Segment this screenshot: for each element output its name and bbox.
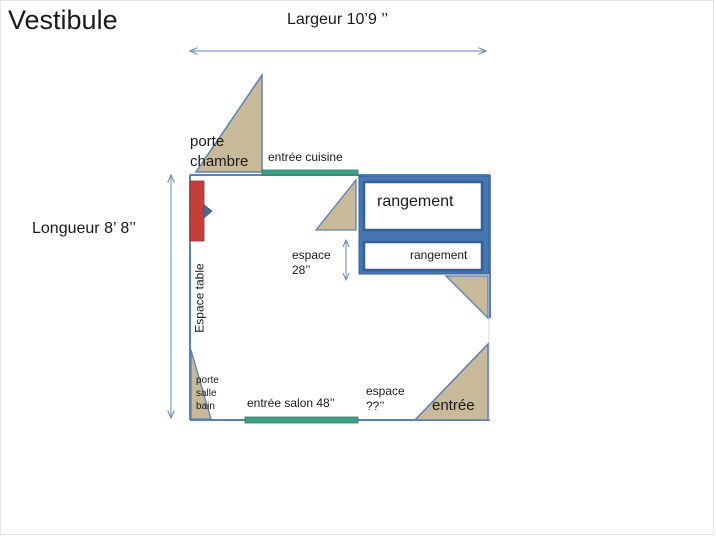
rangement-lower-inner xyxy=(362,240,484,272)
width-label: Largeur 10’9 ’’ xyxy=(287,11,389,28)
storage-door-swing-left xyxy=(314,178,357,231)
rangement-lower-label: rangement xyxy=(410,248,468,262)
entree-door-swing xyxy=(413,342,489,421)
espace-unknown-label: espace ??’’ xyxy=(366,384,405,413)
length-label: Longueur 8’ 8’’ xyxy=(32,220,137,237)
espace-table-label: Espace table xyxy=(192,263,207,333)
page-title: Vestibule xyxy=(8,5,118,35)
entree-salon-opening xyxy=(244,416,359,424)
espace-28-label: espace 28’’ xyxy=(292,248,331,277)
table-marker-icon xyxy=(203,204,213,219)
entree-cuisine-label: entrée cuisine xyxy=(268,150,343,164)
porte-chambre-label: porte chambre xyxy=(190,133,249,170)
porte-salle-bain-label: porte salle bain xyxy=(196,375,219,412)
porte-chambre-door-swing xyxy=(194,72,263,173)
entree-label: entrée xyxy=(432,397,475,414)
rangement-upper-label: rangement xyxy=(377,193,454,210)
porte-salle-bain-door-swing xyxy=(190,349,212,420)
entree-salon-label: entrée salon 48’’ xyxy=(247,396,335,410)
rangement-upper-inner xyxy=(362,180,484,232)
table-block xyxy=(189,180,205,242)
entree-cuisine-opening xyxy=(261,169,359,176)
storage-door-swing-right xyxy=(444,275,489,320)
